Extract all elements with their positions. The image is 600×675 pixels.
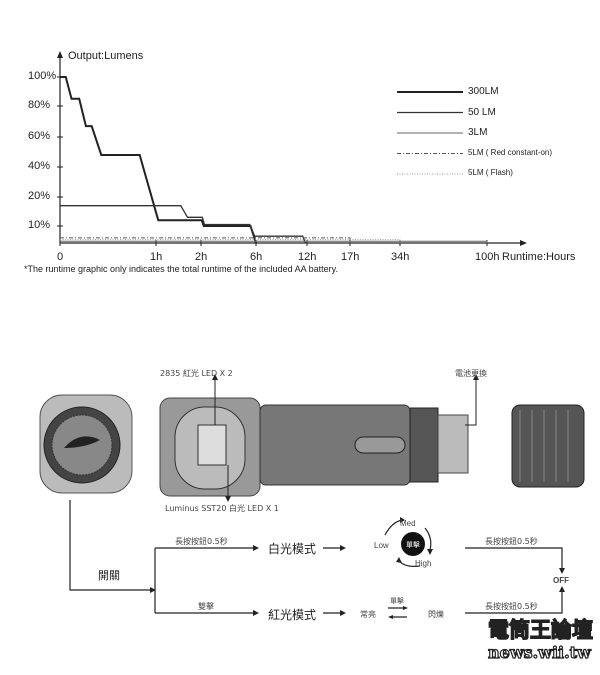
series-line-0 (60, 76, 257, 244)
x-tick-label: 1h (150, 251, 163, 263)
red-mode-label: 紅光模式 (268, 608, 317, 622)
switch-label: 開關 (98, 569, 120, 582)
x-tick-label: 17h (341, 251, 360, 263)
white-led-label: Luminus SST20 白光 LED X 1 (165, 504, 279, 513)
x-axis-label: Runtime:Hours (502, 251, 576, 263)
y-tick-label: 100% (28, 70, 57, 82)
y-axis-label: Output:Lumens (68, 50, 144, 62)
y-tick-label: 40% (28, 160, 51, 172)
x-tick-label: 2h (195, 251, 208, 263)
y-tick-label: 10% (28, 219, 51, 231)
y-tick-label: 80% (28, 99, 51, 111)
flash-label: 閃爍 (428, 610, 444, 619)
flow-lines (69, 500, 563, 618)
long-press-off-bottom: 長按按鈕0.5秒 (485, 602, 538, 611)
high-label: High (415, 559, 432, 568)
arrowheads (150, 374, 565, 619)
callout-lines (214, 380, 477, 498)
long-press-label: 長按按鈕0.5秒 (175, 537, 228, 546)
double-click-label: 雙擊 (198, 602, 214, 611)
y-tick-label: 20% (28, 190, 51, 202)
legend-label: 3LM (468, 127, 488, 138)
series-line-3 (60, 237, 351, 243)
med-label: Med (400, 519, 416, 528)
x-tick-label: 12h (298, 251, 317, 263)
white-mode-label: 白光模式 (268, 542, 317, 556)
x-tick-label: 6h (250, 251, 263, 263)
side-view (159, 397, 469, 497)
long-press-off-top: 長按按鈕0.5秒 (485, 537, 538, 546)
y-axis-arrow (57, 51, 63, 58)
watermark-url: news.wii.tw (487, 642, 591, 662)
x-tick-label: 0 (57, 251, 64, 263)
battery-label: 電池更換 (455, 369, 487, 378)
legend-label: 50 LM (468, 106, 496, 118)
legend-label: 5LM ( Red constant-on) (468, 147, 553, 157)
chart-note: *The runtime graphic only indicates the … (24, 264, 339, 274)
constant-label: 常亮 (360, 610, 376, 619)
single-click-label: 單擊 (390, 597, 404, 605)
series-line-2 (60, 240, 488, 243)
x-tick-label: 34h (391, 251, 410, 263)
runtime-chart (57, 51, 527, 246)
y-tick-label: 60% (28, 130, 51, 142)
watermark-name: 電筒王論壇 (487, 616, 593, 642)
series-line-4 (60, 239, 401, 243)
off-label: OFF (553, 576, 569, 585)
x-axis-arrow (520, 240, 527, 246)
cycle-single-click: 單擊 (406, 541, 420, 549)
legend-label: 300LM (468, 86, 499, 97)
front-view (39, 394, 133, 494)
single-click-badge (401, 532, 425, 556)
tail-cap (511, 404, 585, 488)
x-tick-label: 100h (475, 251, 500, 263)
series-line-1 (60, 205, 306, 244)
low-label: Low (374, 541, 389, 550)
red-led-label: 2835 紅光 LED X 2 (160, 369, 233, 378)
legend-label: 5LM ( Flash) (468, 168, 513, 177)
